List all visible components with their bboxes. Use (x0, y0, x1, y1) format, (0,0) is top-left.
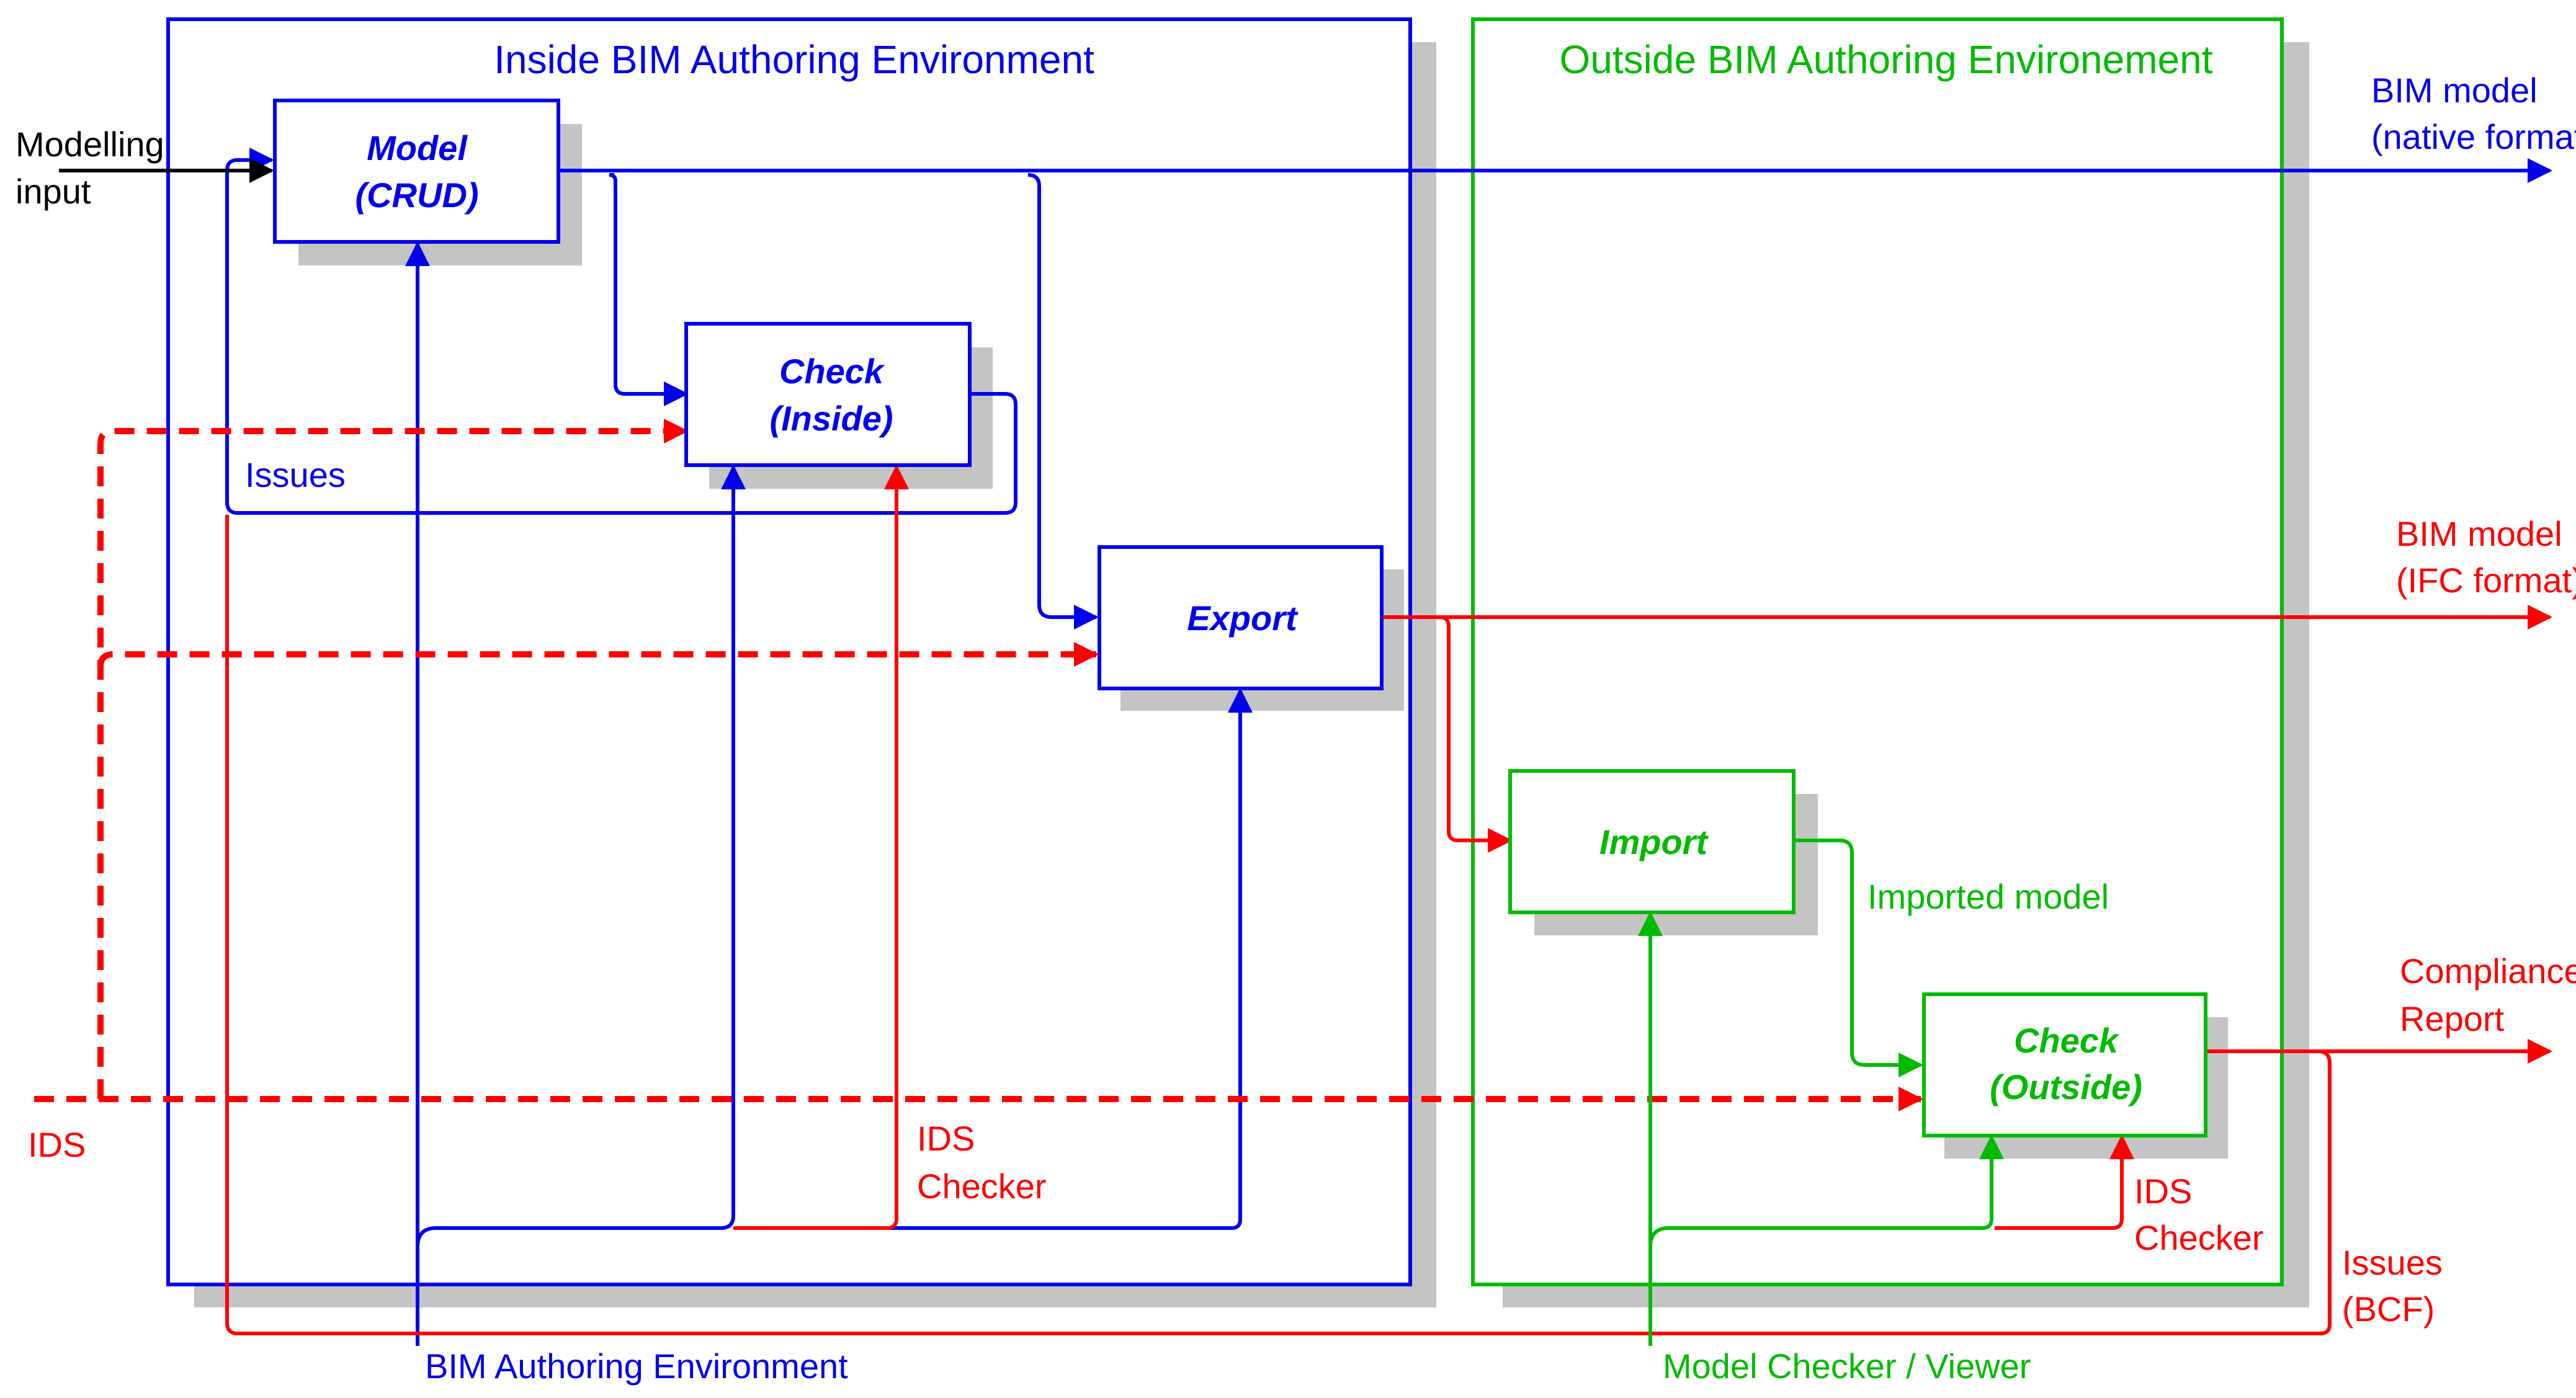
inside-env-title: Inside BIM Authoring Environment (494, 37, 1094, 82)
check-inside-label: Check (779, 352, 885, 391)
arrow-bcf-issues-to-model (225, 515, 2332, 1335)
model-box-sublabel: (CRUD) (355, 176, 478, 215)
arrow-env-to-export (733, 688, 1253, 1230)
compliance-report-label: Compliance Report (2400, 951, 2576, 1038)
arrow-export-to-import (1439, 615, 1513, 853)
modelling-input-label: Modelling input (16, 125, 174, 211)
ids-checker-outside-label: IDS Checker (2134, 1172, 2264, 1257)
issues-bcf-label: Issues (BCF) (2342, 1243, 2452, 1329)
issues-inside-label: Issues (245, 455, 346, 494)
export-label: Export (1187, 599, 1299, 638)
arrow-checker-to-check-outside (1648, 1134, 2004, 1247)
import-label: Import (1599, 822, 1709, 862)
check-inside-sublabel: (Inside) (769, 399, 893, 438)
dashed-ids-vertical (97, 419, 689, 1099)
arrow-model-to-check-inside (609, 173, 689, 406)
arrow-import-to-check-outside (1794, 839, 1923, 1077)
ids-checker-inside-label: IDS Checker (917, 1119, 1047, 1206)
arrow-env-to-check-inside (416, 465, 746, 1247)
arrow-ids-checker-to-check-inside (733, 465, 909, 1230)
model-checker-viewer-label: Model Checker / Viewer (1663, 1347, 2031, 1386)
outside-env-title: Outside BIM Authoring Environement (1560, 37, 2213, 82)
export-box[interactable]: Export (1098, 545, 1384, 690)
check-outside-box[interactable]: Check (Outside) (1922, 992, 2207, 1138)
bim-ifc-label: BIM model (IFC format) (2396, 514, 2576, 600)
model-box[interactable]: Model (CRUD) (273, 99, 560, 244)
dashed-ids-to-export (97, 642, 1099, 667)
arrow-ids-checker-to-check-outside (1995, 1134, 2134, 1230)
check-inside-box[interactable]: Check (Inside) (684, 322, 972, 467)
import-box[interactable]: Import (1508, 769, 1796, 914)
check-outside-sublabel: (Outside) (1990, 1067, 2142, 1106)
imported-model-label: Imported model (1867, 877, 2109, 916)
arrow-issues-loop-to-model (225, 148, 1017, 515)
ids-label: IDS (28, 1125, 86, 1164)
arrow-model-to-export (1027, 173, 1099, 630)
bim-native-label: BIM model (native format) (2371, 71, 2576, 156)
model-box-label: Model (367, 128, 468, 167)
check-outside-label: Check (2014, 1021, 2120, 1060)
bim-authoring-env-label: BIM Authoring Environment (425, 1347, 848, 1386)
